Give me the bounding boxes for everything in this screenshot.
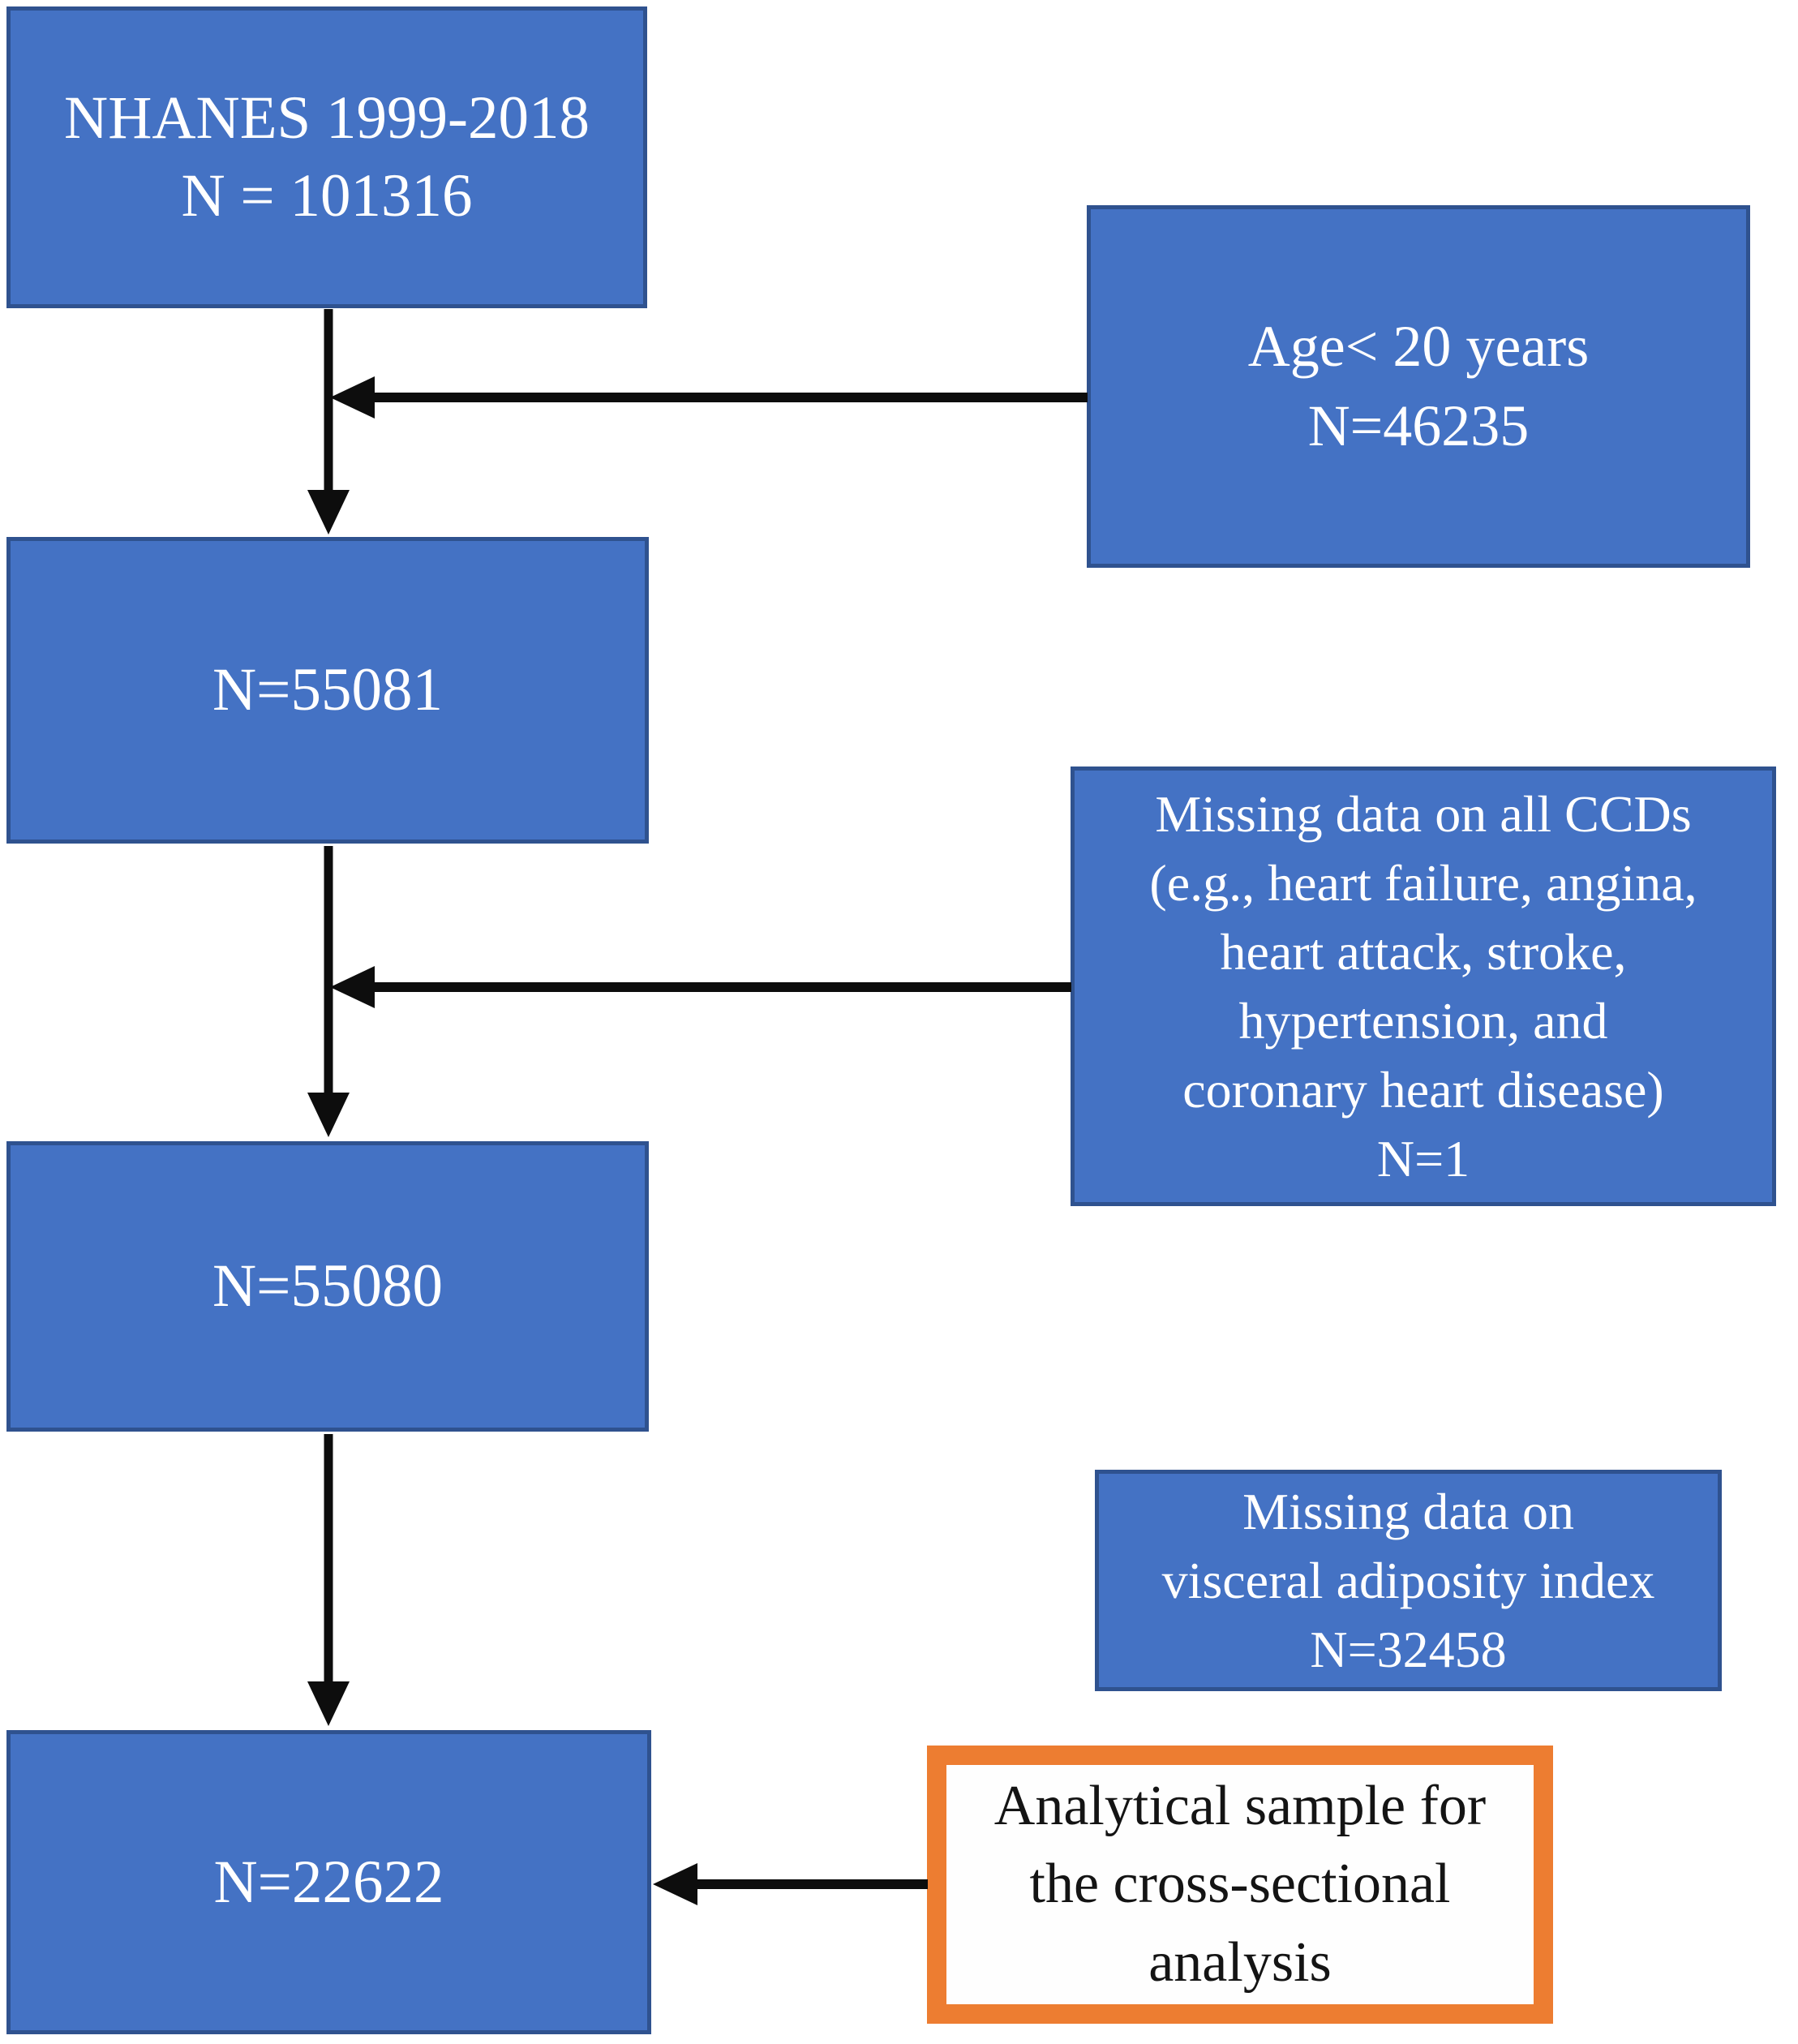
box-text-line: heart attack, stroke, — [1220, 922, 1627, 981]
box-text-line: Missing data on all CCDs — [1155, 784, 1692, 843]
box-text-line: N=46235 — [1307, 393, 1530, 458]
box-text-line: N=1 — [1376, 1130, 1470, 1188]
exclusion-box-age-under-20: Age< 20 years N=46235 — [1087, 205, 1750, 568]
analytical-sample-box: Analytical sample for the cross-sectiona… — [927, 1746, 1553, 2024]
box-text-line: visceral adiposity index — [1161, 1551, 1655, 1609]
box-text-line: Missing data on — [1242, 1482, 1574, 1540]
box-text-line: analysis — [1148, 1930, 1332, 1994]
arrow-down-nhanes-to-n55081 — [307, 309, 350, 535]
box-text-line: coronary heart disease) — [1182, 1061, 1664, 1119]
box-text-line: N=55081 — [212, 656, 443, 724]
box-text-line: NHANES 1999-2018 — [64, 84, 590, 152]
box-text-line: N=55080 — [212, 1252, 443, 1320]
arrow-left-analytical-to-final — [653, 1863, 928, 1905]
box-text-line: Age< 20 years — [1247, 314, 1590, 380]
box-text-line: (e.g., heart failure, angina, — [1149, 853, 1697, 912]
box-text-line: N=22622 — [213, 1848, 444, 1916]
exclusion-box-missing-vai: Missing data on visceral adiposity index… — [1095, 1470, 1722, 1691]
flow-box-final-sample: N=22622 — [6, 1730, 651, 2034]
exclusion-box-missing-ccd: Missing data on all CCDs (e.g., heart fa… — [1071, 766, 1776, 1206]
box-text-line: N=32458 — [1310, 1621, 1507, 1679]
flow-box-nhanes-total: NHANES 1999-2018 N = 101316 — [6, 6, 647, 308]
arrow-left-ccd-exclusion — [330, 966, 1071, 1008]
arrow-left-age-exclusion — [330, 376, 1088, 419]
box-text-line: hypertension, and — [1238, 992, 1608, 1050]
flow-box-after-ccd-exclusion: N=55080 — [6, 1141, 649, 1432]
flow-box-after-age-exclusion: N=55081 — [6, 537, 649, 844]
box-text-line: Analytical sample for — [993, 1774, 1487, 1837]
arrow-down-n55080-to-n22622 — [307, 1434, 350, 1726]
box-text-line: the cross-sectional — [1029, 1853, 1451, 1916]
box-text-line: N = 101316 — [181, 162, 473, 230]
arrow-down-n55081-to-n55080 — [307, 846, 350, 1137]
